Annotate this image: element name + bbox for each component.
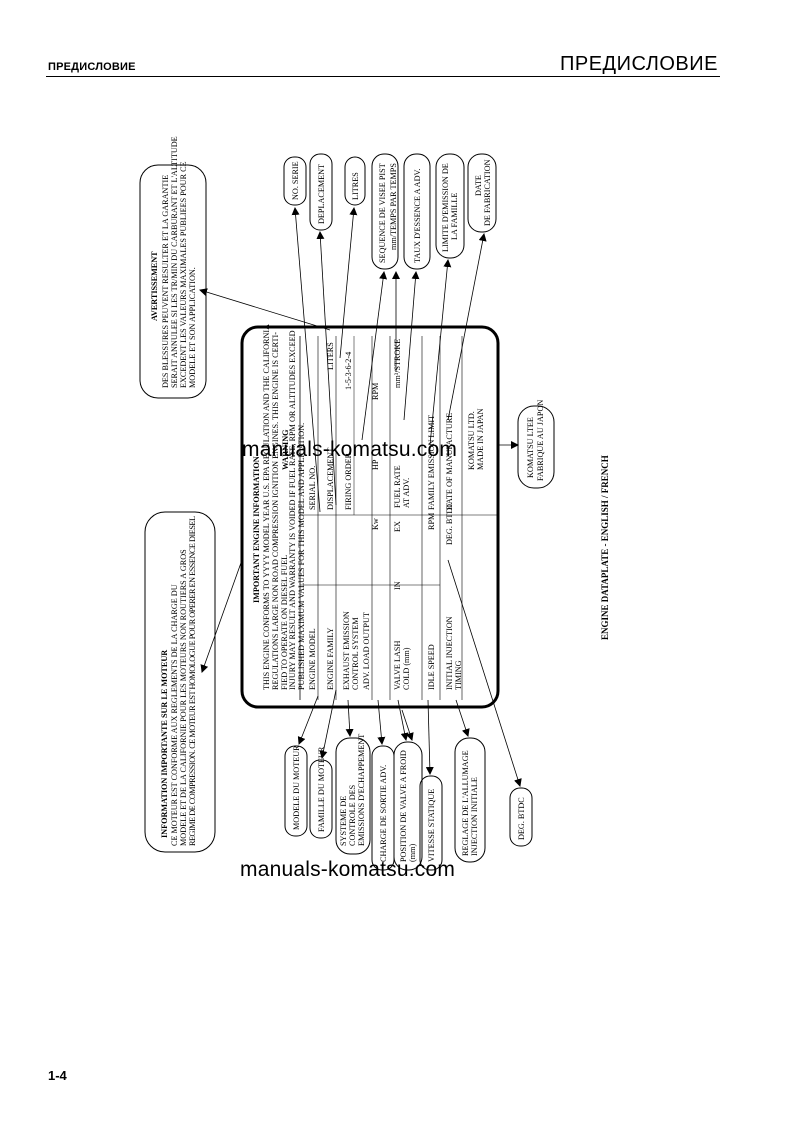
mm-par-temps-label: mm/TEMPS PAR TEMPS [389, 163, 398, 250]
page-number: 1-4 [48, 1068, 67, 1083]
systeme-line-3: EMISSIONS D'ECHAPPEMENT [357, 734, 366, 846]
sequence-bubble [371, 153, 399, 270]
plate-idle-rpm: RPM [427, 512, 436, 530]
info-line-3: REGIME DE COMPRESSION. CE MOTEUR EST HOM… [188, 516, 197, 846]
charge-label: CHARGE DE SORTIE ADV. [379, 765, 388, 862]
plate-cold-mm: COLD (mm) [402, 647, 411, 690]
no-serie-label: NO. SERIE [291, 161, 300, 200]
plate-in: IN [393, 581, 402, 590]
avertissement-line-4: MODELE ET SON APPLICATION. [188, 267, 197, 388]
plate-valve-lash: VALVE LASH [393, 641, 402, 690]
plate-mm3-stroke: mm³/STROKE [393, 339, 402, 388]
taux-essence-bubble [403, 153, 431, 270]
plate-serial-no: SERIAL NO. [308, 466, 317, 510]
reglage-line-1: REGLAGE DE L'ALLUMAGE [461, 750, 470, 856]
deg-btdc-label: DEG. BTDC [517, 797, 526, 840]
info-title: INFORMATION IMPORTANTE SUR LE MOTEUR [160, 650, 169, 838]
systeme-line-2: CONTROLE DES [348, 784, 357, 846]
plate-firing-order-value: 1-5-3-6-2-4 [344, 352, 353, 390]
reglage-bubble [454, 737, 486, 863]
sequence-label: SEQUENCE DE VISEE PIST [378, 163, 387, 263]
plate-deg-btdc: DEG. BTDC [445, 502, 454, 545]
plate-engine-family: ENGINE FAMILY [326, 627, 335, 690]
info-line-1: CE MOTEUR EST CONFORME AUX REGLEMENTS DE… [170, 584, 179, 846]
plate-timing: TIMING [454, 660, 463, 690]
watermark-bottom: manuals-komatsu.com [240, 858, 456, 881]
plate-liters: LITERS [326, 342, 335, 370]
info-line-2: MODELE ET DE LA CALIFORNIE POUR LES MOTE… [179, 549, 188, 846]
limite-emission-line-2: LA FAMILLE [450, 193, 459, 240]
plate-rpm: RPM [371, 382, 380, 400]
figure-caption: ENGINE DATAPLATE - ENGLISH / FRENCH [600, 455, 610, 640]
plate-warning-1: INJURY MAY RESULT AND WARRANTY IS VOIDED… [288, 330, 297, 690]
avertissement-title: AVERTISSEMENT [150, 251, 159, 321]
komatsu-fr-line-2: FABRIQUE AU JAPON [536, 400, 545, 481]
header-rule [46, 76, 720, 77]
position-bubble [393, 741, 423, 871]
systeme-bubble [335, 737, 371, 855]
plate-date-of-manufacture: DATE OF MANUFACTURE [445, 413, 454, 510]
plate-family-emission-limit: FAMILY EMISSION LIMIT [427, 415, 436, 510]
plate-hp: HP [371, 459, 380, 470]
plate-firing-order: FIRING ORDER [344, 452, 353, 510]
reglage-line-2: INJECTION INITIALE [470, 777, 479, 856]
plate-at-adv: AT ADV. [402, 478, 411, 508]
limite-emission-line-1: LIMITE D'EMISSION DE [441, 163, 450, 252]
vitesse-bubble [419, 775, 443, 871]
plate-initial-injection: INITIAL INJECTION [445, 616, 454, 690]
limite-emission-bubble [435, 153, 465, 259]
plate-maker-2: MADE IN JAPAN [476, 408, 485, 470]
litres-bubble [344, 156, 366, 206]
plate-ex: EX [393, 521, 402, 532]
plate-fuel-rate: FUEL RATE [393, 465, 402, 508]
plate-title: IMPORTANT ENGINE INFORMATION [252, 456, 261, 603]
date-fabrication-bubble [467, 153, 497, 233]
date-fabrication-line-2: DE FABRICATION [483, 159, 492, 226]
avertissement-line-2: SERAIT ANNULEE SI LES TR/MIN DU CARBURAN… [170, 136, 179, 388]
plate-exhaust-emission: EXHAUST EMISSION [342, 611, 351, 690]
avertissement-line-1: DES BLESSURES PEUVENT RESULTER ET LA GAR… [161, 175, 170, 388]
header-right-title: ПРЕДИСЛОВИЕ [560, 53, 718, 75]
avertissement-line-3: EXCEDENT LES VALEURS MAXIMALES PUBLIEES … [179, 161, 188, 388]
famille-label: FAMILLE DU MOTEUR [317, 746, 326, 832]
systeme-line-1: SYSTEME DE [339, 796, 348, 846]
plate-displacement: DISPLACEMENT [326, 448, 335, 510]
watermark-top: manuals-komatsu.com [242, 438, 458, 461]
modele-label: MODELE DU MOTEUR [292, 745, 301, 830]
plate-kw: Kw [371, 518, 380, 530]
plate-engine-model: ENGINE MODEL [308, 628, 317, 690]
vitesse-label: VITESSE STATIQUE [427, 789, 436, 862]
plate-adv-load-output: ADV. LOAD OUTPUT [362, 612, 371, 690]
taux-essence-label: TAUX D'ESSENCE A ADV. [413, 169, 422, 263]
position-line-1: POSITION DE VALVE A FROID [399, 750, 408, 862]
header-left-title: ПРЕДИСЛОВИЕ [48, 61, 136, 73]
plate-control-system: CONTROL SYSTEM [351, 617, 360, 690]
deplacement-label: DEPLACEMENT [317, 164, 326, 224]
no-serie-bubble [283, 156, 307, 206]
plate-intro-2: REGULATIONS LARGE NON ROAD COMPRESSION I… [271, 332, 280, 690]
modele-bubble [284, 745, 308, 837]
date-fabrication-line-1: DATE [474, 175, 483, 196]
plate-idle-speed: IDLE SPEED [427, 644, 436, 690]
plate-maker-1: KOMATSU LTD. [467, 411, 476, 470]
info-bubble [144, 511, 216, 853]
komatsu-fr-line-1: KOMATSU LTEE [526, 417, 535, 478]
avertissement-bubble [139, 164, 207, 399]
litres-label: LITRES [351, 172, 360, 200]
engine-dataplate [240, 325, 500, 709]
deplacement-bubble [309, 153, 333, 231]
deg-btdc-bubble [509, 787, 533, 847]
plate-warning-2: PUBLISHED MAXIMUM VALUES FOR THIS MODEL … [297, 423, 306, 690]
position-line-2: (mm) [408, 844, 417, 862]
famille-bubble [309, 759, 333, 839]
plate-intro-1: THIS ENGINE CONFORMS TO YYYY MODEL YEAR … [262, 324, 271, 690]
plate-intro-3: FIED TO OPERATE ON DIESEL FUEL [280, 555, 289, 690]
plate-warning-title: WARNING [281, 429, 290, 470]
leader-lines [199, 207, 522, 787]
